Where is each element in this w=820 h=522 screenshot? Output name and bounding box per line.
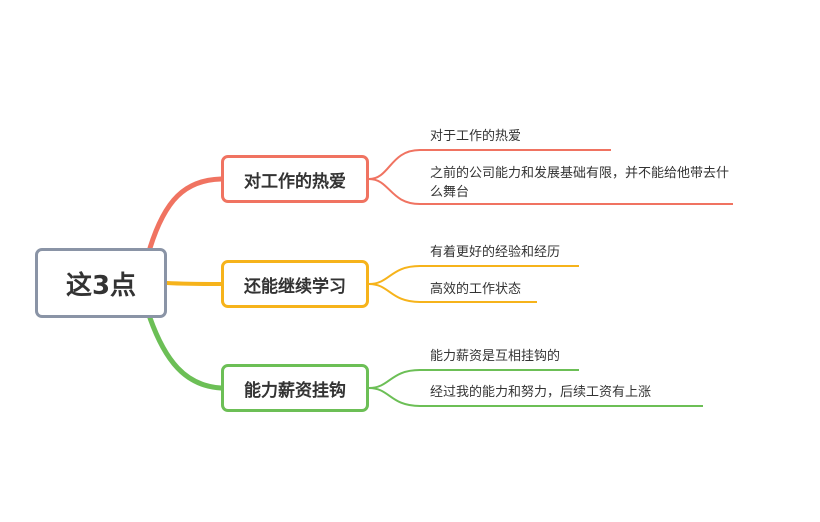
connector-branch-2-leaf-2: [368, 283, 537, 303]
connector-branch-2-leaf-1: [368, 265, 579, 285]
leaf-node-2-2[interactable]: 高效的工作状态: [430, 282, 522, 297]
leaf-node-1-2[interactable]: 之前的公司能力和发展基础有限，并不能给他带去什么舞台: [430, 166, 730, 200]
leaf-node-3-2[interactable]: 经过我的能力和努力，后续工资有上涨: [430, 385, 652, 400]
leaf-node-2-1[interactable]: 有着更好的经验和经历: [430, 245, 561, 260]
leaf-node-3-1[interactable]: 能力薪资是互相挂钩的: [430, 349, 561, 364]
connector-branch-1-leaf-2: [368, 178, 733, 205]
root-node[interactable]: 这3点: [35, 248, 167, 318]
branch-node-2[interactable]: 还能继续学习: [221, 260, 369, 308]
connector-branch-3-leaf-2: [368, 387, 703, 407]
connector-branch-3-leaf-1: [368, 369, 579, 389]
branch-node-3[interactable]: 能力薪资挂钩: [221, 364, 369, 412]
connector-branch-1-leaf-1: [368, 149, 611, 180]
branch-node-1[interactable]: 对工作的热爱: [221, 155, 369, 203]
connector-root-branch-1: [147, 176, 224, 251]
connector-root-branch-2: [165, 281, 223, 286]
leaf-node-1-1[interactable]: 对于工作的热爱: [430, 129, 522, 144]
connector-root-branch-3: [147, 315, 224, 391]
